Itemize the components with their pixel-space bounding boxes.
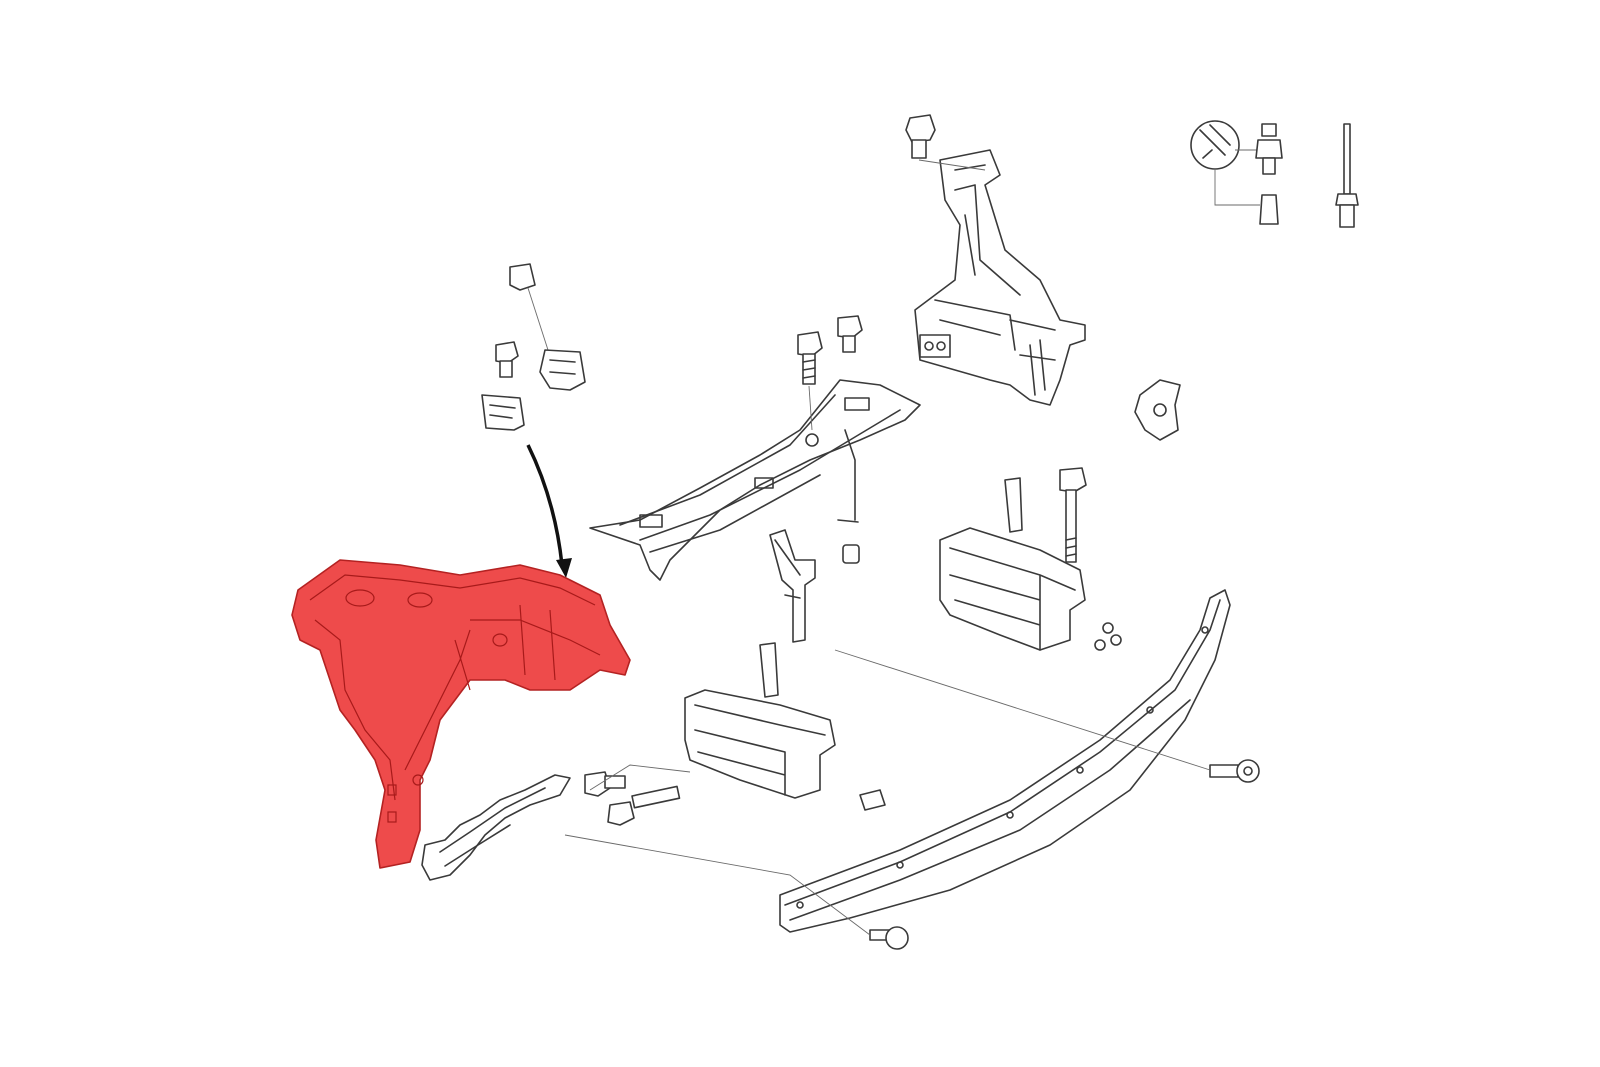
lower-bolts <box>584 771 681 826</box>
leader-lines <box>564 649 1211 936</box>
bolt-4 <box>495 341 519 378</box>
lower-tie-bar-bumper-reinforcement <box>779 589 1231 933</box>
bumper-bolts <box>869 759 1260 950</box>
latch-bracket-right <box>1134 379 1181 441</box>
radiator-support-side-bracket-highlighted <box>291 559 631 869</box>
bolt-2 <box>797 331 823 447</box>
wire-bracket <box>769 529 816 643</box>
lower-left-bracket <box>421 774 571 881</box>
rivet-and-nut-kit <box>1190 120 1359 228</box>
upper-tie-bar <box>589 379 921 581</box>
hood-latch-clip <box>481 263 586 578</box>
flange-bolts <box>495 114 1087 563</box>
right-side-support <box>914 149 1086 406</box>
bolt-1 <box>905 114 986 171</box>
bolt-3 <box>837 315 863 353</box>
lower-crossmember-left <box>684 642 886 811</box>
lower-crossmember-right <box>939 477 1122 651</box>
long-bolt <box>1059 467 1087 563</box>
